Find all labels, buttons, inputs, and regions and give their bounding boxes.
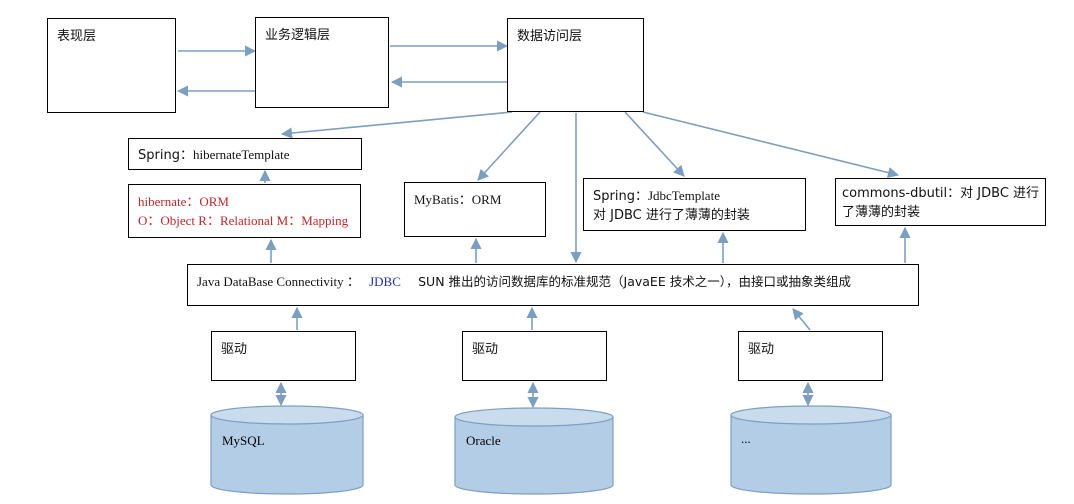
driver-label: 驱动 [472,342,499,357]
driver-box-oracle: 驱动 [462,331,607,381]
presentation-layer-label: 表现层 [57,29,97,44]
mybatis-box: MyBatis：ORM [404,182,546,237]
spring-jdbc-prefix: Spring： [593,189,648,204]
arrow-dataaccess-to-spring-ht [280,111,513,139]
jdbc-abbr: JDBC [369,274,401,289]
spring-ht-prefix: Spring： [138,148,193,163]
arrow-dataaccess-to-spring-jdbc [624,111,685,177]
hibernate-line1: hibernate：ORM [138,194,229,209]
spring-hibernate-template-box: Spring：hibernateTemplate [128,138,362,170]
arrow-dataaccess-to-mybatis [477,111,541,181]
hibernate-box: hibernate：ORM O：Object R：Relational M：Ma… [128,184,361,238]
database-label-other: ... [741,431,751,446]
hibernate-line2: O：Object R：Relational M：Mapping [138,213,349,228]
arrow-dataaccess-to-dbutil [642,111,900,179]
data-access-layer-box: 数据访问层 [507,18,644,112]
database-label-mysql: MySQL [222,433,265,448]
presentation-layer-box: 表现层 [47,18,176,113]
driver-label: 驱动 [748,342,775,357]
dbutil-line2: 了薄薄的封装 [842,205,921,220]
data-access-layer-label: 数据访问层 [517,29,583,44]
driver-box-other: 驱动 [738,331,883,381]
commons-dbutil-box: commons-dbutil：对 JDBC 进行 了薄薄的封装 [835,178,1046,226]
database-cylinder-other [730,405,892,495]
mybatis-label: MyBatis：ORM [414,192,502,207]
driver-box-mysql: 驱动 [211,331,356,381]
database-cylinder-mysql [210,405,364,495]
jdbc-full-name: Java DataBase Connectivity ： [197,274,360,289]
business-layer-label: 业务逻辑层 [265,28,331,43]
arrow-driver3-to-jdbc [792,308,811,331]
database-cylinder-oracle [454,407,614,495]
driver-label: 驱动 [221,342,248,357]
database-label-oracle: Oracle [466,433,501,448]
spring-jdbc-template-box: Spring：JdbcTemplate 对 JDBC 进行了薄薄的封装 [583,178,806,231]
spring-jdbc-line2: 对 JDBC 进行了薄薄的封装 [593,208,750,223]
spring-ht-name: hibernateTemplate [192,147,290,162]
business-layer-box: 业务逻辑层 [255,17,389,108]
dbutil-line1: commons-dbutil：对 JDBC 进行 [842,186,1040,201]
jdbc-box: Java DataBase Connectivity ： JDBC SUN 推出… [187,264,919,306]
jdbc-description: SUN 推出的访问数据库的标准规范（JavaEE 技术之一），由接口或抽象类组成 [418,274,851,289]
spring-jdbc-name: JdbcTemplate [647,188,720,203]
